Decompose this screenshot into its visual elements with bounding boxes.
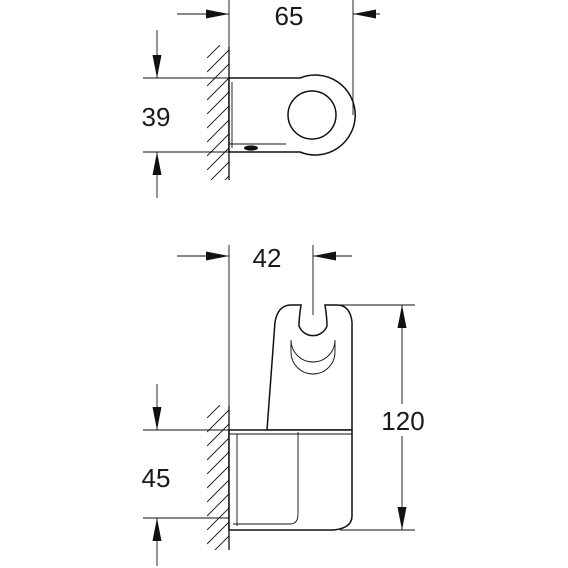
base-height-dimension: 45 [142, 384, 229, 566]
offset-arrow-right [313, 251, 336, 261]
total-height-label: 120 [381, 406, 424, 436]
height-arrow-bottom [152, 152, 162, 175]
total-height-arrow-top [397, 305, 407, 328]
base-height-arrow-top [152, 407, 162, 430]
side-holder [228, 304, 353, 531]
offset-arrow-left [206, 251, 229, 261]
top-view: 65 39 [142, 0, 380, 198]
total-height-arrow-bottom [397, 507, 407, 530]
height-label: 39 [142, 102, 171, 132]
side-wall [207, 405, 230, 550]
top-holder [228, 74, 356, 156]
base-height-label: 45 [142, 463, 171, 493]
height-dimension: 39 [142, 30, 229, 198]
offset-label: 42 [253, 243, 282, 273]
base-height-arrow-bottom [152, 518, 162, 541]
width-arrow-left [206, 9, 229, 19]
width-dimension: 65 [177, 0, 380, 115]
top-wall [207, 45, 230, 180]
height-arrow-top [152, 55, 162, 78]
side-view: 42 120 45 [142, 243, 428, 566]
offset-dimension: 42 [177, 243, 352, 430]
width-label: 65 [275, 1, 304, 31]
total-height-dimension: 120 [340, 304, 428, 531]
width-arrow-right [353, 9, 376, 19]
